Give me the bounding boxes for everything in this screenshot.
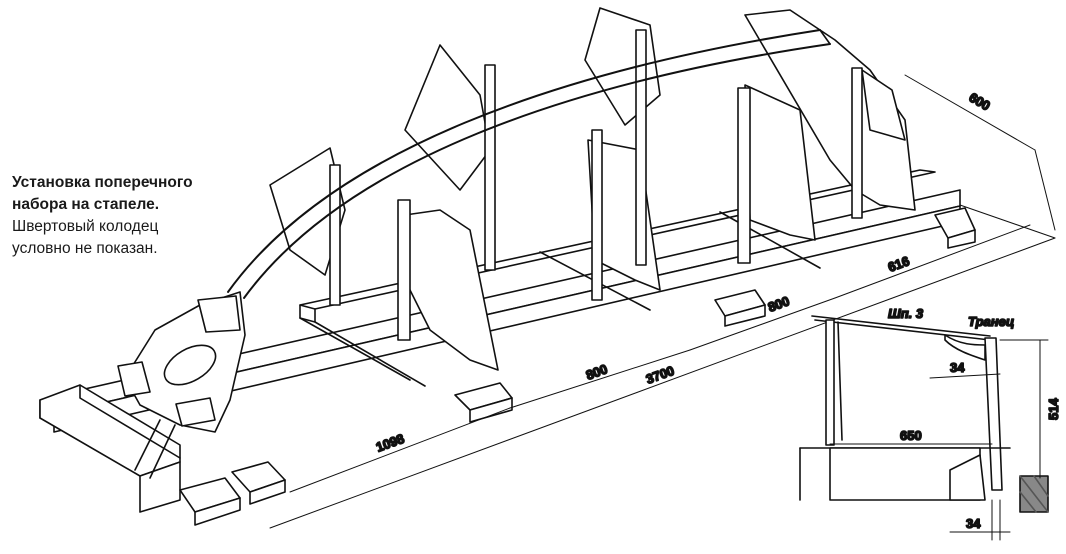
- detail-dim-514: 514: [1046, 398, 1061, 420]
- dimension-lines: [269, 74, 1056, 529]
- caption: Установка поперечного набора на стапеле.…: [12, 172, 212, 260]
- caption-note-line1: Швертовый колодец: [12, 218, 159, 235]
- dim-800-a: 800: [584, 361, 610, 383]
- dim-1098: 1098: [374, 431, 406, 455]
- dim-600: 600: [967, 90, 993, 114]
- keel-batten: [227, 29, 831, 299]
- caption-note-line2: условно не показан.: [12, 240, 158, 257]
- caption-title-line1: Установка поперечного: [12, 174, 193, 191]
- dim-3700: 3700: [644, 363, 676, 387]
- detail-frame-label: Шп. 3: [888, 306, 924, 321]
- detail-inset: [799, 315, 1049, 541]
- caption-title-line2: набора на стапеле.: [12, 196, 160, 213]
- detail-dim-34-top: 34: [950, 360, 965, 375]
- detail-dim-34-bottom: 34: [966, 516, 981, 531]
- detail-transom-label: Транец: [968, 314, 1014, 329]
- dim-800-b: 800: [766, 293, 792, 315]
- dim-616: 616: [886, 253, 912, 275]
- detail-dim-650: 650: [900, 428, 922, 443]
